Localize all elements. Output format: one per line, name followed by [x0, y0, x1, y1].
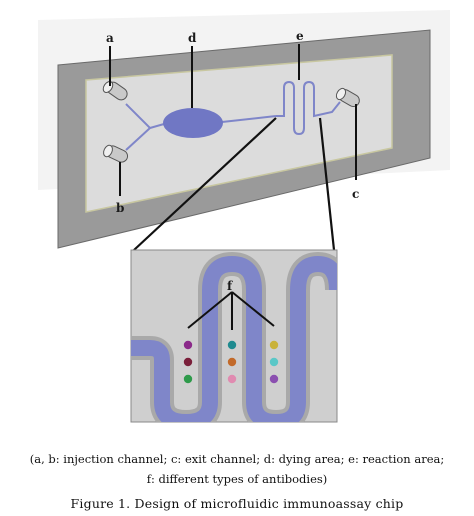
chip-plate-surface [85, 54, 393, 213]
feed-channel [149, 123, 165, 129]
chip-channels [125, 80, 341, 151]
injection-channel-a [125, 103, 151, 129]
antibody-dot [227, 357, 237, 367]
caption-legend-line2: f: different types of antibodies) [146, 472, 328, 486]
label-d: d [188, 31, 197, 45]
figure-title: Figure 1. Design of microfluidic immunoa… [70, 496, 404, 511]
zoom-line-right [318, 117, 336, 251]
antibody-dot [227, 340, 237, 350]
antibody-dot [227, 374, 237, 384]
caption-legend-line1: (a, b: injection channel; c: exit channe… [29, 452, 445, 466]
leader-line-f-right [231, 291, 275, 327]
antibody-dot [183, 357, 193, 367]
antibody-dots [183, 340, 279, 384]
antibody-dot [269, 374, 279, 384]
label-c: c [352, 187, 359, 201]
zoom-line-left [133, 117, 277, 251]
label-f: f [227, 279, 233, 293]
antibody-dot [269, 357, 279, 367]
exit-tube-c [335, 87, 360, 107]
label-b: b [116, 201, 124, 215]
label-a: a [106, 31, 114, 45]
reaction-serpentine [276, 80, 341, 136]
dying-area-chamber [163, 108, 223, 138]
injection-tube-b [103, 144, 129, 163]
antibody-dot [183, 340, 193, 350]
antibody-dot [269, 340, 279, 350]
label-e: e [296, 29, 304, 43]
outflow-channel [221, 115, 277, 123]
antibody-dot [183, 374, 193, 384]
leader-line-f-left [187, 291, 233, 329]
inset-serpentine [131, 251, 337, 422]
injection-channel-b [125, 127, 151, 151]
